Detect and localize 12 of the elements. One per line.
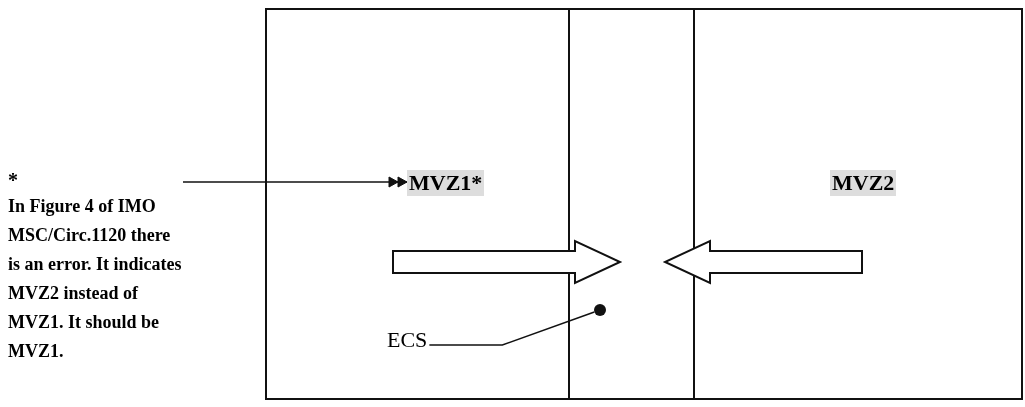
block-arrow xyxy=(392,239,623,285)
leader-line xyxy=(428,311,596,346)
zone-label: MVZ1* xyxy=(407,170,485,196)
note-text: In Figure 4 of IMO MSC/Circ.1120 there is an error. It indicates MVZ2 instead of MVZ1. It should be MVZ1. xyxy=(8,195,183,363)
zone-box xyxy=(265,8,570,400)
block-arrow xyxy=(662,239,863,285)
zone-label: MVZ2 xyxy=(830,170,897,196)
zone-box xyxy=(693,8,1023,400)
zone-label: ECS xyxy=(387,327,428,353)
asterisk-mark: * xyxy=(8,168,19,192)
zone-box xyxy=(568,8,695,400)
sensor-dot xyxy=(594,304,606,316)
